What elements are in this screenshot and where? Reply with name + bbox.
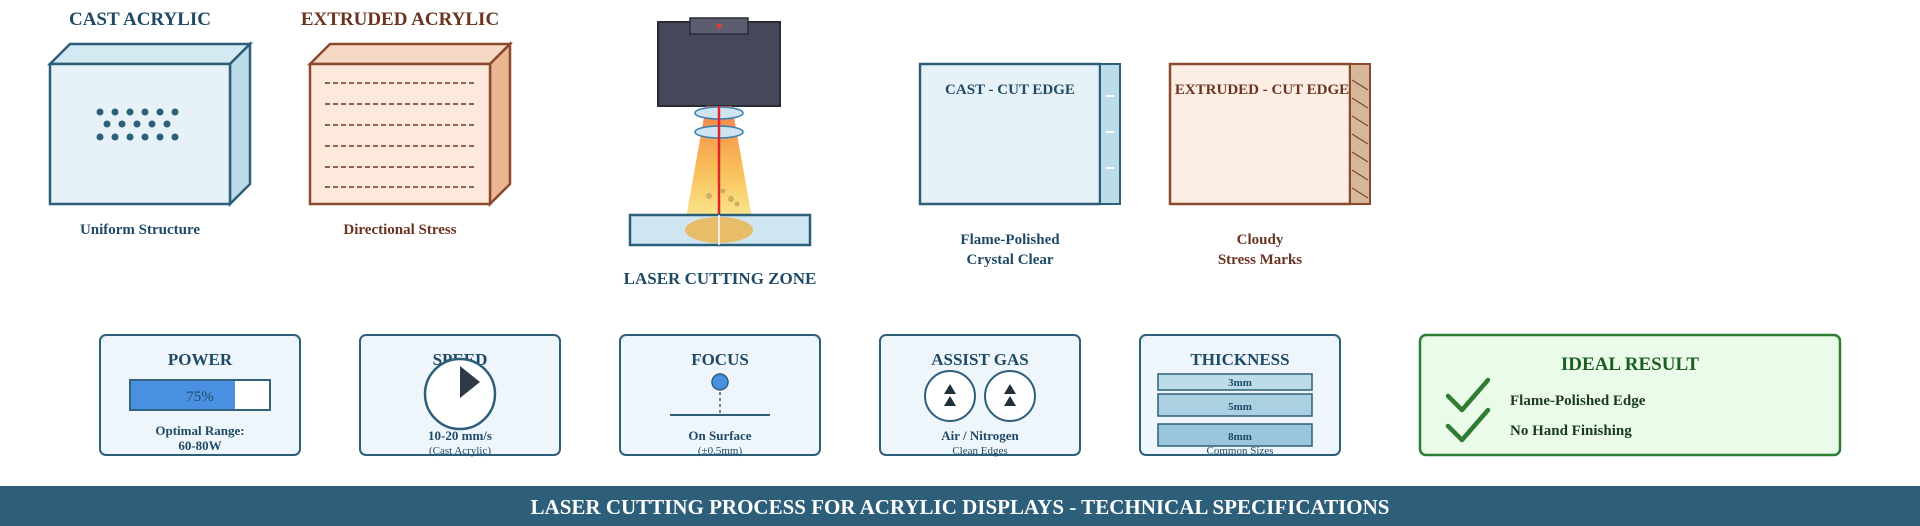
focus-position: On Surface (688, 428, 751, 443)
cast-edge-gloss (1106, 95, 1114, 169)
extruded-block-side (488, 40, 512, 208)
focus-title: FOCUS (691, 350, 749, 369)
focus-tolerance: (±0.5mm) (698, 445, 743, 457)
cast-edge-caption-line2: Crystal Clear (966, 252, 1053, 268)
ideal-result-card: IDEAL RESULT Flame-Polished Edge No Hand… (1418, 333, 1842, 457)
thickness-size-8mm: 8mm (1228, 431, 1252, 443)
extruded-acrylic-title: EXTRUDED ACRYLIC (301, 9, 499, 30)
laser-indicator-light (716, 23, 722, 29)
cast-acrylic-group: CAST ACRYLIC Uniform Structure (46, 9, 254, 238)
cast-block-front (48, 62, 232, 206)
speed-range: 10-20 mm/s (428, 428, 492, 443)
footer-title: LASER CUTTING PROCESS FOR ACRYLIC DISPLA… (531, 495, 1390, 519)
extruded-cut-edge-title: EXTRUDED - CUT EDGE (1175, 82, 1349, 98)
assist-gas-title: ASSIST GAS (931, 350, 1029, 369)
cast-molecule-dots (96, 108, 179, 141)
thickness-title: THICKNESS (1190, 350, 1289, 369)
cast-acrylic-title: CAST ACRYLIC (69, 9, 211, 30)
extruded-stress-lines (325, 82, 475, 188)
assist-gas-benefit: Clean Edges (952, 445, 1007, 457)
thickness-size-5mm: 5mm (1228, 401, 1252, 413)
gas-flow-arrow-left-icon (944, 384, 956, 394)
focus-point-icon (711, 373, 729, 391)
cast-edge-panel (918, 62, 1102, 206)
thickness-sheet-5mm (1157, 393, 1313, 417)
cast-polished-edge (1099, 63, 1121, 205)
ideal-result-title: IDEAL RESULT (1561, 354, 1699, 375)
speed-card: SPEED 10-20 mm/s (Cast Acrylic) (359, 334, 561, 457)
cast-edge-caption-line1: Flame-Polished (960, 232, 1060, 248)
cast-cut-edge-title: CAST - CUT EDGE (945, 82, 1075, 98)
vapor-particles (706, 188, 740, 207)
laser-zone-label: LASER CUTTING ZONE (624, 269, 817, 288)
extruded-rough-edge (1349, 63, 1371, 205)
thickness-sheet-8mm (1157, 423, 1313, 447)
cast-cut-edge-group: CAST - CUT EDGE Flame-Polished Crystal C… (918, 62, 1121, 268)
extruded-block-top (306, 42, 514, 66)
extruded-cut-edge-group: EXTRUDED - CUT EDGE Cloudy Stress Marks (1168, 62, 1371, 268)
extruded-block-front (308, 62, 492, 206)
gas-flow-arrow-right-icon-2 (1004, 396, 1016, 406)
power-card: POWER 75% Optimal Range: 60-80W (99, 334, 301, 456)
thickness-note: Common Sizes (1207, 445, 1274, 457)
gas-flow-arrow-left-icon-2 (944, 396, 956, 406)
checkmark-icon (1445, 377, 1491, 413)
extruded-acrylic-caption: Directional Stress (343, 222, 456, 238)
power-range-line2: 60-80W (178, 438, 221, 453)
thickness-card: THICKNESS 3mm 5mm 8mm Common Sizes (1139, 334, 1341, 457)
laser-cutting-zone: LASER CUTTING ZONE (624, 17, 817, 288)
focus-card: FOCUS On Surface (±0.5mm) (619, 334, 821, 457)
power-title: POWER (168, 350, 233, 369)
speed-play-icon (460, 366, 480, 398)
speed-material-note: (Cast Acrylic) (429, 445, 491, 457)
power-bar-fill (130, 380, 235, 410)
power-bar-outline (129, 379, 271, 411)
ideal-result-item-1: Flame-Polished Edge (1510, 393, 1646, 409)
extruded-acrylic-group: EXTRUDED ACRYLIC Directional Stress (301, 9, 514, 238)
footer-banner: LASER CUTTING PROCESS FOR ACRYLIC DISPLA… (0, 486, 1920, 526)
cast-acrylic-caption: Uniform Structure (80, 222, 200, 238)
gas-flow-arrow-right-icon (1004, 384, 1016, 394)
ideal-result-item-2: No Hand Finishing (1510, 423, 1632, 439)
power-level-label: 75% (186, 389, 214, 405)
assist-gas-type: Air / Nitrogen (941, 428, 1019, 443)
extruded-edge-caption-line2: Stress Marks (1218, 252, 1302, 268)
assist-gas-card: ASSIST GAS Air / Nitrogen Clean Edges (879, 334, 1081, 457)
thickness-size-3mm: 3mm (1228, 377, 1252, 389)
checkmark-icon-2 (1445, 407, 1491, 443)
cast-block-side (228, 40, 252, 208)
extruded-stress-marks (1351, 79, 1369, 199)
laser-head-body (657, 21, 781, 107)
extruded-edge-caption-line1: Cloudy (1237, 232, 1284, 248)
cast-block-top (46, 42, 254, 66)
thickness-sheet-3mm (1157, 373, 1313, 391)
extruded-edge-panel (1168, 62, 1352, 206)
power-range-line1: Optimal Range: (155, 423, 244, 438)
